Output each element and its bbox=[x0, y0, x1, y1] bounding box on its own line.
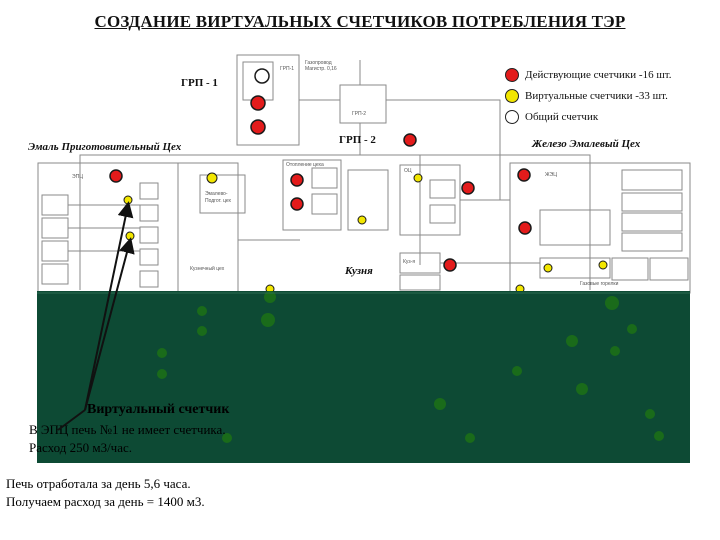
meter-mark bbox=[264, 291, 276, 303]
meter-mark bbox=[576, 383, 588, 395]
meter-mark bbox=[512, 366, 522, 376]
overlay-line-2: Расход 250 м3/час. bbox=[29, 440, 133, 455]
meter-mark bbox=[434, 398, 446, 410]
grp1-label: ГРП - 1 bbox=[181, 77, 218, 89]
svg-text:ЖЭЦ: ЖЭЦ bbox=[545, 172, 557, 178]
white-meter-icon bbox=[505, 109, 519, 124]
svg-text:Эмалево-: Эмалево- bbox=[205, 191, 228, 197]
overlay-panel bbox=[37, 291, 690, 463]
meter-virtual bbox=[206, 172, 218, 184]
meter-real bbox=[443, 258, 457, 272]
svg-text:ГРП-1: ГРП-1 bbox=[280, 66, 294, 72]
svg-text:Магистр. 0,16: Магистр. 0,16 bbox=[305, 66, 337, 72]
meter-real bbox=[250, 119, 266, 135]
svg-text:Кузнечный цех: Кузнечный цех bbox=[190, 265, 225, 272]
meter-mark bbox=[157, 369, 167, 379]
arrow-tail bbox=[57, 409, 86, 431]
meter-common bbox=[254, 68, 270, 84]
svg-text:ОЦ: ОЦ bbox=[404, 168, 412, 174]
emal-shop-label: Эмаль Приготовительный Цех bbox=[28, 141, 182, 153]
overlay-meter-marks bbox=[37, 291, 690, 443]
svg-text:Куз-я: Куз-я bbox=[403, 259, 415, 265]
meter-mark bbox=[197, 326, 207, 336]
overlay-line-1: В ЭПЦ печь №1 не имеет счетчика. bbox=[29, 422, 226, 437]
svg-text:ГРП-2: ГРП-2 bbox=[352, 111, 366, 117]
meter-virtual bbox=[357, 215, 367, 225]
meter-real bbox=[517, 168, 531, 182]
svg-text:Подгот. цех: Подгот. цех bbox=[205, 198, 232, 204]
legend-item-virtual: Виртуальные счетчики -33 шт. bbox=[505, 85, 672, 106]
legend-label: Виртуальные счетчики -33 шт. bbox=[525, 89, 668, 102]
yellow-meter-icon bbox=[505, 88, 519, 103]
legend-label: Действующие счетчики -16 шт. bbox=[525, 68, 672, 81]
footer-line-2: Получаем расход за день = 1400 м3. bbox=[6, 494, 205, 509]
meter-real bbox=[461, 181, 475, 195]
meter-real bbox=[403, 133, 417, 147]
meter-virtual bbox=[413, 173, 423, 183]
grp2-cabinet bbox=[339, 84, 387, 124]
meter-mark bbox=[157, 348, 167, 358]
page-title: СОЗДАНИЕ ВИРТУАЛЬНЫХ СЧЕТЧИКОВ ПОТРЕБЛЕН… bbox=[94, 12, 626, 31]
kuznya-label: Кузня bbox=[345, 265, 373, 277]
meter-mark bbox=[627, 324, 637, 334]
meter-real bbox=[518, 221, 532, 235]
zhelezo-shop-label: Железо Эмалевый Цех bbox=[532, 138, 641, 150]
meter-mark bbox=[645, 409, 655, 419]
meter-real bbox=[290, 197, 304, 211]
arrow-2 bbox=[84, 237, 135, 411]
meter-mark bbox=[222, 433, 232, 443]
meter-mark bbox=[197, 306, 207, 316]
legend-item-real: Действующие счетчики -16 шт. bbox=[505, 64, 672, 85]
svg-text:Отопление цеха: Отопление цеха bbox=[286, 162, 324, 168]
meter-real bbox=[290, 173, 304, 187]
grp2-label: ГРП - 2 bbox=[339, 134, 376, 146]
meter-real bbox=[250, 95, 266, 111]
meter-mark bbox=[465, 433, 475, 443]
meter-real bbox=[109, 169, 123, 183]
legend-item-common: Общий счетчик bbox=[505, 106, 672, 127]
meter-mark bbox=[261, 313, 275, 327]
meter-mark bbox=[654, 431, 664, 441]
meter-mark bbox=[566, 335, 578, 347]
svg-text:ЭПЦ: ЭПЦ bbox=[72, 174, 83, 180]
arrow-1 bbox=[84, 201, 134, 411]
legend-label: Общий счетчик bbox=[525, 110, 599, 123]
meter-virtual bbox=[598, 260, 608, 270]
meter-mark bbox=[605, 296, 619, 310]
footer-line-1: Печь отработала за день 5,6 часа. bbox=[6, 476, 191, 491]
legend: Действующие счетчики -16 шт. Виртуальные… bbox=[505, 64, 672, 127]
overlay-heading: Виртуальный счетчик bbox=[87, 402, 230, 417]
red-meter-icon bbox=[505, 67, 519, 82]
svg-text:Газопровод: Газопровод bbox=[305, 60, 332, 66]
meter-virtual bbox=[543, 263, 553, 273]
svg-text:Газовые горелки: Газовые горелки bbox=[580, 281, 619, 287]
meter-mark bbox=[610, 346, 620, 356]
